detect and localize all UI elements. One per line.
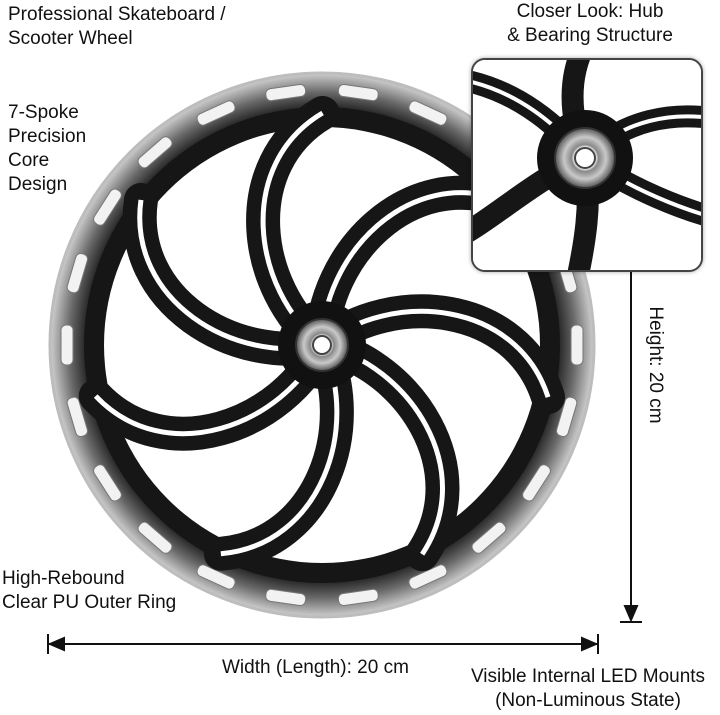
led-slot: [93, 464, 122, 502]
hub-zoom-inset: [471, 58, 703, 272]
led-slot: [265, 83, 307, 102]
led-slot: [555, 396, 578, 438]
spoke-line-1: 7-Spoke: [8, 102, 79, 123]
led-slot: [137, 521, 173, 554]
width-dimension-label: Width (Length): 20 cm: [222, 657, 409, 678]
ring-line-1: High-Rebound: [2, 568, 125, 589]
led-mounts-label: Visible Internal LED Mounts (Non-Luminou…: [456, 665, 720, 713]
led-slot: [265, 588, 307, 607]
zoom-line-2: & Bearing Structure: [507, 25, 673, 46]
zoom-label: Closer Look: Hub & Bearing Structure: [480, 0, 700, 48]
spoke-line-2: Precision: [8, 126, 87, 147]
led-mount-slots: [60, 83, 584, 607]
led-slot: [196, 564, 236, 590]
led-slot: [66, 396, 89, 438]
led-line-1: Visible Internal LED Mounts: [470, 666, 706, 687]
led-slot: [471, 521, 507, 554]
led-slot: [408, 564, 448, 590]
led-slot: [408, 100, 448, 126]
hub-bore: [312, 335, 332, 355]
width-dimension-line: [47, 634, 599, 654]
height-dimension-label: Height: 20 cm: [645, 306, 666, 424]
spoke-design-label: 7-Spoke Precision Core Design: [8, 101, 86, 197]
led-slot: [522, 464, 551, 502]
led-slot: [570, 324, 584, 366]
title-line-1: Professional Skateboard /: [8, 4, 226, 25]
ring-line-2: Clear PU Outer Ring: [2, 592, 177, 613]
zoom-line-1: Closer Look: Hub: [516, 1, 664, 22]
led-line-2: (Non-Luminous State): [495, 690, 681, 711]
spoke-line-4: Design: [8, 174, 68, 195]
led-slot: [337, 83, 379, 102]
led-slot: [66, 252, 89, 294]
outer-ring-label: High-Rebound Clear PU Outer Ring: [2, 567, 176, 615]
led-slot: [93, 188, 122, 226]
product-title: Professional Skateboard / Scooter Wheel: [8, 3, 226, 51]
led-slot: [337, 588, 379, 607]
height-dimension-line: [620, 272, 642, 623]
title-line-2: Scooter Wheel: [8, 28, 133, 49]
led-slot: [196, 100, 236, 126]
led-slot: [60, 324, 74, 366]
spoke-line-3: Core: [8, 150, 50, 171]
zoom-bore: [574, 147, 596, 169]
led-slot: [137, 136, 173, 169]
